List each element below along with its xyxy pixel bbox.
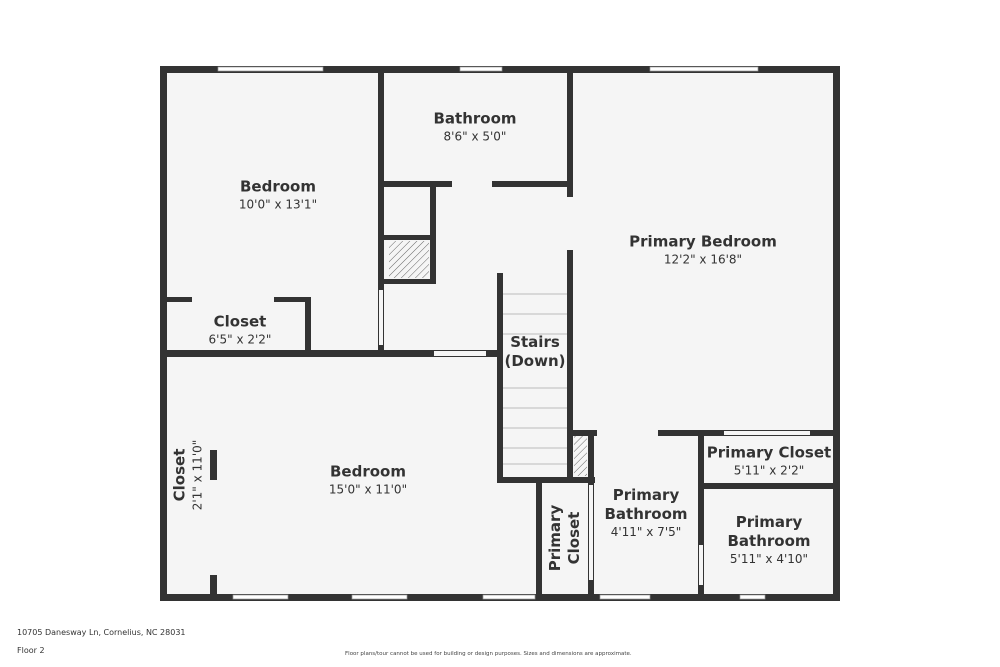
room-primary-bathroom-1: Primary Bathroom 4'11" x 7'5" — [604, 486, 687, 540]
room-dimensions: 5'11" x 2'2" — [733, 463, 805, 478]
room-name: Stairs — [510, 333, 560, 351]
chase-hatch — [389, 241, 429, 278]
room-name-line2: Bathroom — [604, 505, 688, 523]
room-name-line2: (Down) — [504, 352, 566, 370]
disclaimer-text: Floor plans/tour cannot be used for buil… — [345, 651, 632, 657]
room-name: Primary — [612, 486, 680, 504]
floor-label: Floor 2 — [17, 646, 45, 655]
room-bathroom: Bathroom 8'6" x 5'0" — [433, 110, 516, 145]
room-dimensions: 10'0" x 13'1" — [238, 197, 318, 212]
room-dimensions: 15'0" x 11'0" — [328, 482, 408, 497]
room-stairs: Stairs (Down) — [504, 333, 565, 371]
room-dimensions: 8'6" x 5'0" — [443, 129, 507, 144]
room-dimensions: 2'1" x 11'0" — [190, 439, 205, 511]
room-bedroom-2: Bedroom 15'0" x 11'0" — [329, 463, 407, 498]
room-name: Bathroom — [433, 109, 517, 128]
room-closet-2: Closet 2'1" x 11'0" — [171, 440, 206, 511]
room-name-line2: Bathroom — [727, 532, 811, 550]
room-primary-bedroom: Primary Bedroom 12'2" x 16'8" — [629, 233, 777, 268]
room-dimensions: 6'5" x 2'2" — [208, 332, 272, 347]
room-name: Primary Closet — [706, 443, 832, 462]
stairs — [503, 293, 567, 465]
room-name-line2: Closet — [565, 511, 583, 565]
room-closet-1: Closet 6'5" x 2'2" — [209, 313, 272, 348]
room-dimensions: 4'11" x 7'5" — [610, 525, 682, 539]
address-text: 10705 Danesway Ln, Cornelius, NC 28031 — [17, 628, 186, 637]
room-name: Closet — [213, 312, 267, 331]
room-primary-closet-1: Primary Closet 5'11" x 2'2" — [707, 444, 831, 479]
doorways — [192, 181, 810, 585]
chase-hatch — [574, 436, 587, 476]
room-bedroom-1: Bedroom 10'0" x 13'1" — [239, 178, 317, 213]
room-name: Bedroom — [240, 177, 316, 196]
room-dimensions: 5'11" x 4'10" — [729, 552, 809, 566]
room-name: Primary Bedroom — [629, 232, 777, 251]
room-primary-closet-2: Primary Closet — [546, 505, 584, 571]
room-name: Primary — [735, 513, 803, 531]
room-name: Primary — [546, 504, 564, 572]
room-dimensions: 12'2" x 16'8" — [663, 252, 743, 267]
room-name: Closet — [170, 448, 189, 502]
room-primary-bathroom-2: Primary Bathroom 5'11" x 4'10" — [727, 513, 810, 567]
windows — [217, 66, 766, 600]
room-name: Bedroom — [330, 462, 406, 481]
